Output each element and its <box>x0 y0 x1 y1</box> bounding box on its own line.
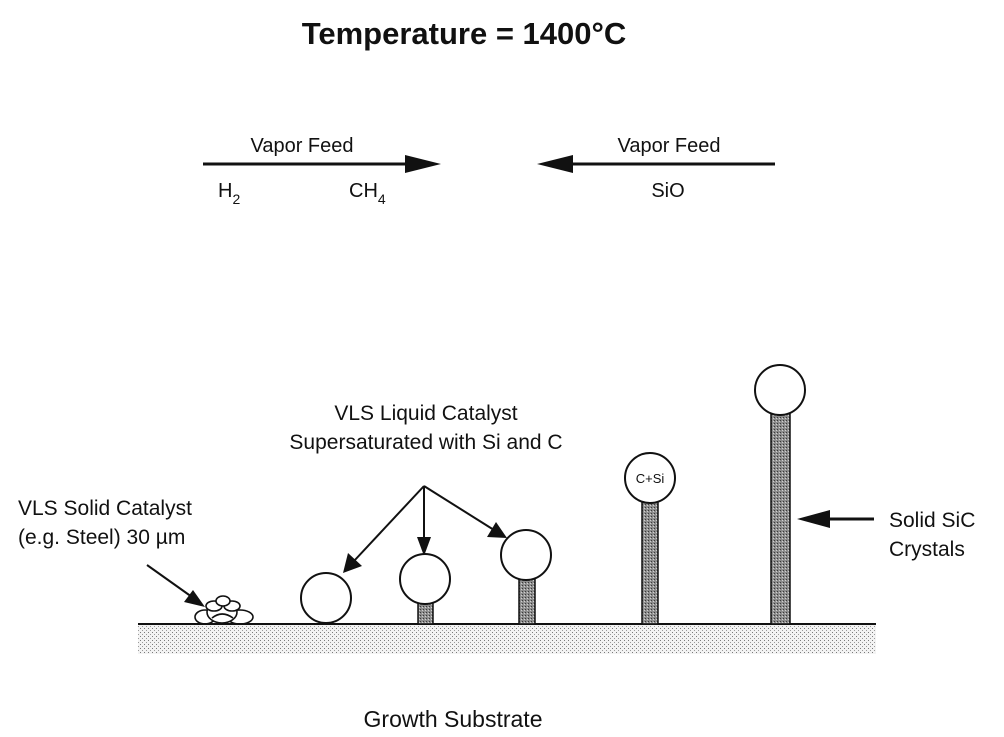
species-sio: SiO <box>651 180 684 202</box>
solid-catalyst-label-line1: VLS Solid Catalyst <box>18 497 192 520</box>
solid-sic-arrow <box>797 510 874 528</box>
vapor-feed-left-arrow <box>203 155 441 173</box>
sic-crystal-stem-4 <box>641 498 659 625</box>
catalyst-droplet-4 <box>624 452 676 504</box>
liquid-catalyst-label-line2: Supersaturated with Si and C <box>289 431 562 454</box>
growth-substrate-label: Growth Substrate <box>364 706 543 732</box>
catalyst-droplet-1 <box>300 572 352 624</box>
sic-crystal-stem-2 <box>417 602 434 625</box>
solid-catalyst-label-line2: (e.g. Steel) 30 µm <box>18 526 185 549</box>
sic-crystal-stem-3 <box>518 577 536 625</box>
catalyst-droplet-5 <box>754 364 806 416</box>
solid-catalyst-arrow <box>146 564 205 607</box>
solid-sic-label-line2: Crystals <box>889 538 965 561</box>
diagram-title: Temperature = 1400°C <box>302 16 627 51</box>
vapor-feed-right-label: Vapor Feed <box>617 135 720 157</box>
solid-sic-label-line1: Solid SiC <box>889 509 975 532</box>
vapor-feed-left-label: Vapor Feed <box>250 135 353 157</box>
species-ch4: CH4 <box>349 180 386 207</box>
catalyst-droplet-2 <box>399 553 451 605</box>
species-h2: H2 <box>218 180 240 207</box>
liquid-catalyst-label-line1: VLS Liquid Catalyst <box>334 402 517 425</box>
solid-catalyst-particle <box>194 595 254 625</box>
vapor-feed-right-arrow <box>537 155 775 173</box>
liquid-catalyst-arrows <box>343 485 507 573</box>
sic-crystal-stem-5 <box>770 412 791 625</box>
catalyst-droplet-3 <box>500 529 552 581</box>
droplet-composition-label: C+Si <box>636 471 665 486</box>
growth-substrate <box>138 624 876 654</box>
